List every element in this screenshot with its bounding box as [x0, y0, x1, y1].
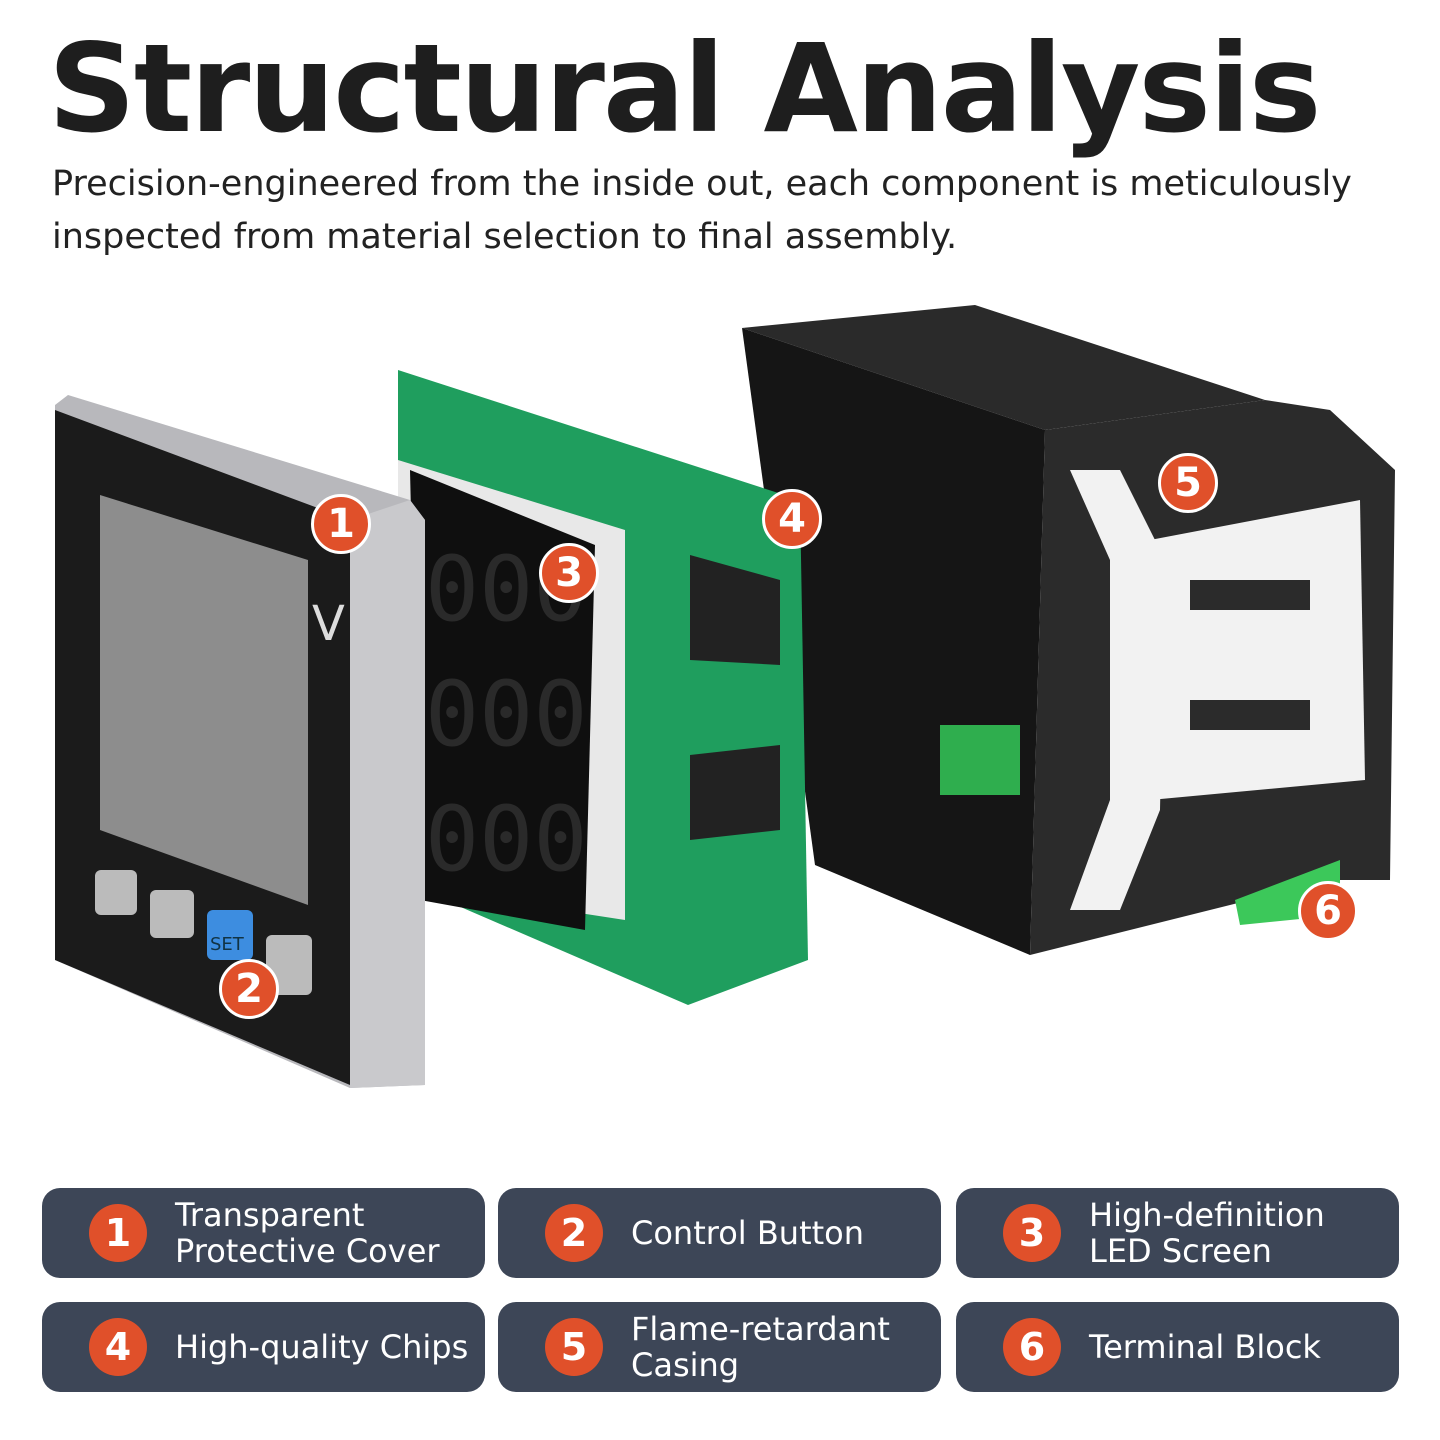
legend-badge: 3: [1003, 1204, 1061, 1262]
legend-badge: 1: [89, 1204, 147, 1262]
mounting-clip: [1070, 470, 1365, 910]
page-subtitle: Precision-engineered from the inside out…: [52, 164, 1352, 257]
casing: [742, 305, 1395, 955]
legend-badge: 5: [545, 1318, 603, 1376]
product-illustration: 000 000 000 V SET: [55, 305, 1395, 1088]
legend-label: Control Button: [631, 1214, 865, 1252]
svg-text:000: 000: [425, 662, 588, 767]
callout-2: 2: [219, 959, 279, 1019]
legend-item-casing: 5 Flame-retardant Casing: [498, 1302, 941, 1392]
exploded-product-view: 000 000 000 V SET 1 2 3 4 5 6: [0, 290, 1440, 1130]
legend-item-control-button: 2 Control Button: [498, 1188, 941, 1278]
set-button-label: SET: [210, 934, 245, 955]
unit-label: V: [312, 596, 345, 652]
legend-label: Transparent Protective Cover: [175, 1196, 440, 1270]
set-button: [207, 910, 253, 960]
callout-3: 3: [539, 543, 599, 603]
callout-5: 5: [1158, 453, 1218, 513]
page-title: Structural Analysis: [48, 18, 1321, 160]
legend-badge: 6: [1003, 1318, 1061, 1376]
legend-label: Flame-retardant Casing: [631, 1310, 890, 1384]
svg-text:000: 000: [425, 787, 588, 892]
legend-badge: 4: [89, 1318, 147, 1376]
legend-item-terminal-block: 6 Terminal Block: [956, 1302, 1399, 1392]
led-screen: 000 000 000: [398, 460, 625, 930]
callout-4: 4: [762, 489, 822, 549]
legend-item-led-screen: 3 High-definition LED Screen: [956, 1188, 1399, 1278]
legend-label: Terminal Block: [1089, 1328, 1321, 1366]
legend-label: High-quality Chips: [175, 1328, 469, 1366]
legend-item-transparent-cover: 1 Transparent Protective Cover: [42, 1188, 485, 1278]
front-cover: V SET: [55, 395, 425, 1088]
callout-6: 6: [1298, 881, 1358, 941]
legend-label: High-definition LED Screen: [1089, 1196, 1325, 1270]
legend-badge: 2: [545, 1204, 603, 1262]
legend-item-chips: 4 High-quality Chips: [42, 1302, 485, 1392]
callout-1: 1: [311, 494, 371, 554]
